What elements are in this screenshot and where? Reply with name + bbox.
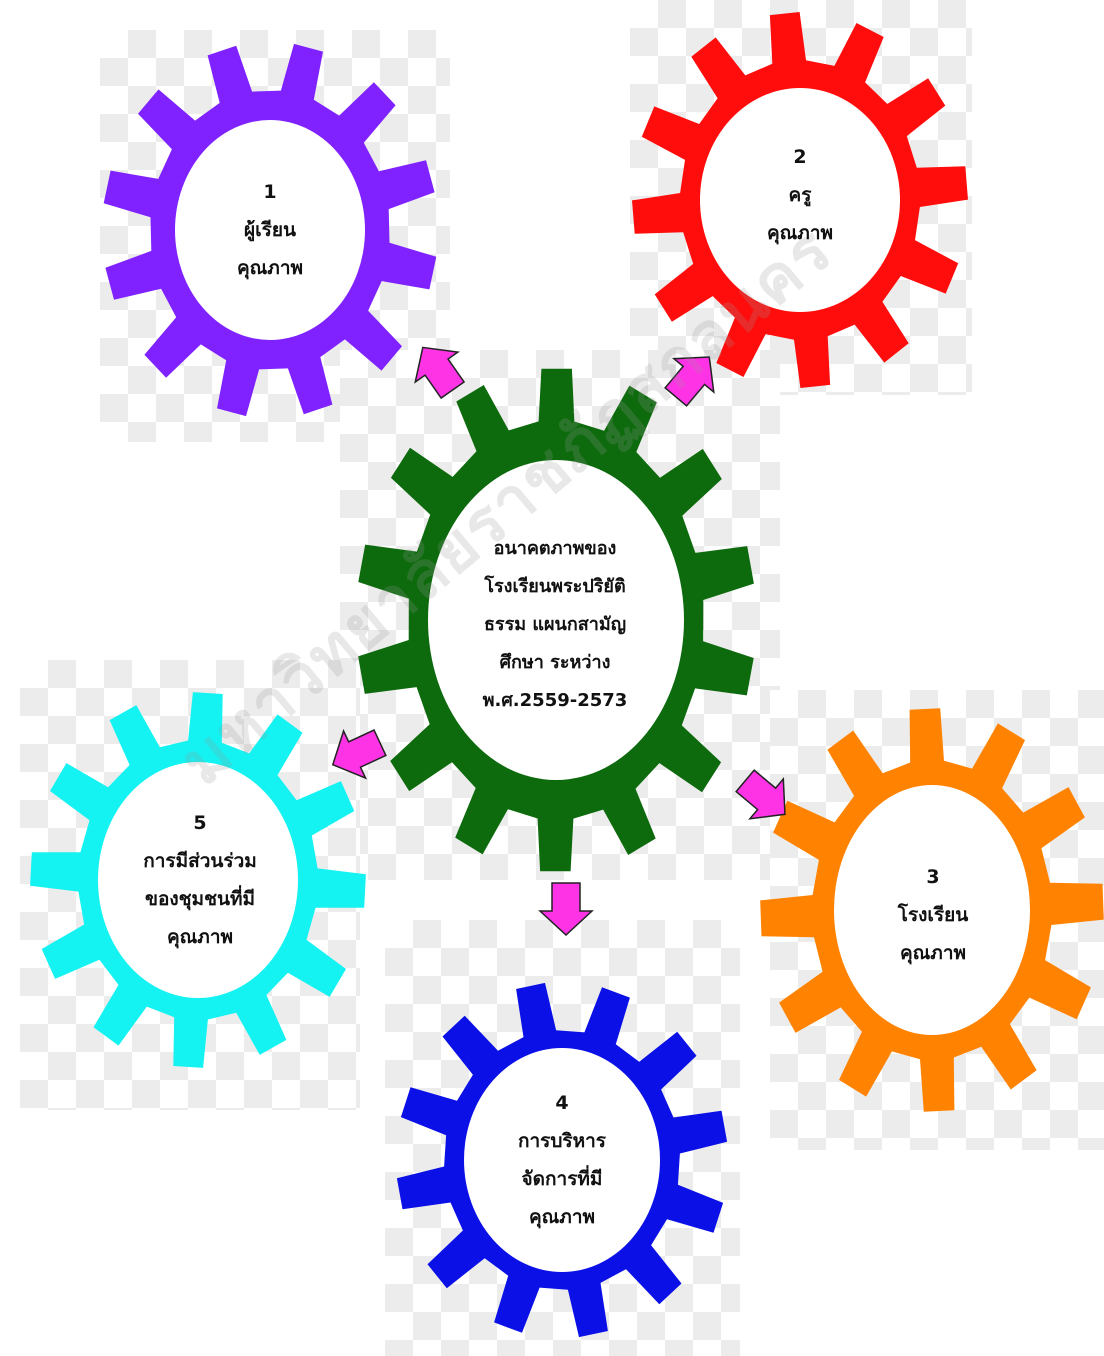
gear-1-number: 1 <box>263 181 277 203</box>
gear-4-line-3: คุณภาพ <box>528 1206 596 1228</box>
arrow-to-gear-5 <box>331 728 387 780</box>
center-gear-center <box>428 460 684 780</box>
gear-4-management <box>396 982 728 1338</box>
gear-1-student-center <box>175 120 365 340</box>
gear-5-line-2: ของชุมชนที่มี <box>144 888 256 910</box>
gear-1-line-2: คุณภาพ <box>236 257 304 279</box>
gear-2-teacher <box>632 12 968 388</box>
gear-4-line-1: การบริหาร <box>517 1130 607 1152</box>
gear-3-line-2: คุณภาพ <box>899 942 967 964</box>
gear-3-number: 3 <box>926 866 940 888</box>
gear-3-label: 3 โรงเรียน คุณภาพ <box>838 840 1028 990</box>
gear-1-line-1: ผู้เรียน <box>244 219 296 241</box>
gear-2-line-1: ครู <box>788 184 812 206</box>
gear-2-line-2: คุณภาพ <box>766 222 834 244</box>
arrow-to-gear-3 <box>735 769 786 820</box>
gear-1-label: 1 ผู้เรียน คุณภาพ <box>175 155 365 305</box>
gear-5-line-3: คุณภาพ <box>166 926 234 948</box>
arrow-to-gear-1 <box>414 346 466 400</box>
center-line-2: โรงเรียนพระปริยัติ <box>484 576 626 597</box>
gear-4-number: 4 <box>555 1092 569 1114</box>
arrow-to-gear-2 <box>664 356 715 407</box>
gear-3-line-1: โรงเรียน <box>897 904 969 926</box>
gear-3-school <box>760 708 1104 1112</box>
center-line-5: พ.ศ.2559-2573 <box>482 690 628 711</box>
center-gear <box>358 368 754 872</box>
gear-2-teacher-center <box>700 88 900 312</box>
center-line-1: อนาคตภาพของ <box>493 538 617 559</box>
gear-2-number: 2 <box>793 146 807 168</box>
gear-5-community-center <box>98 762 298 998</box>
gear-2-label: 2 ครู คุณภาพ <box>705 120 895 270</box>
gear-5-label: 5 การมีส่วนร่วม ของชุมชนที่มี คุณภาพ <box>100 790 300 970</box>
center-line-3: ธรรม แผนกสามัญ <box>483 614 627 635</box>
gear-4-management-center <box>464 1048 660 1272</box>
arrow-to-gear-4 <box>538 882 594 937</box>
gear-5-number: 5 <box>193 812 207 834</box>
gear-5-line-1: การมีส่วนร่วม <box>143 850 257 872</box>
gear-1-student <box>103 43 437 417</box>
gear-4-line-2: จัดการที่มี <box>521 1168 603 1190</box>
center-gear-label: อนาคตภาพของ โรงเรียนพระปริยัติ ธรรม แผนก… <box>420 515 690 735</box>
gear-3-school-center <box>834 785 1030 1035</box>
center-line-4: ศึกษา ระหว่าง <box>499 652 611 673</box>
gear-4-label: 4 การบริหาร จัดการที่มี คุณภาพ <box>467 1070 657 1250</box>
gear-5-community <box>30 692 366 1068</box>
